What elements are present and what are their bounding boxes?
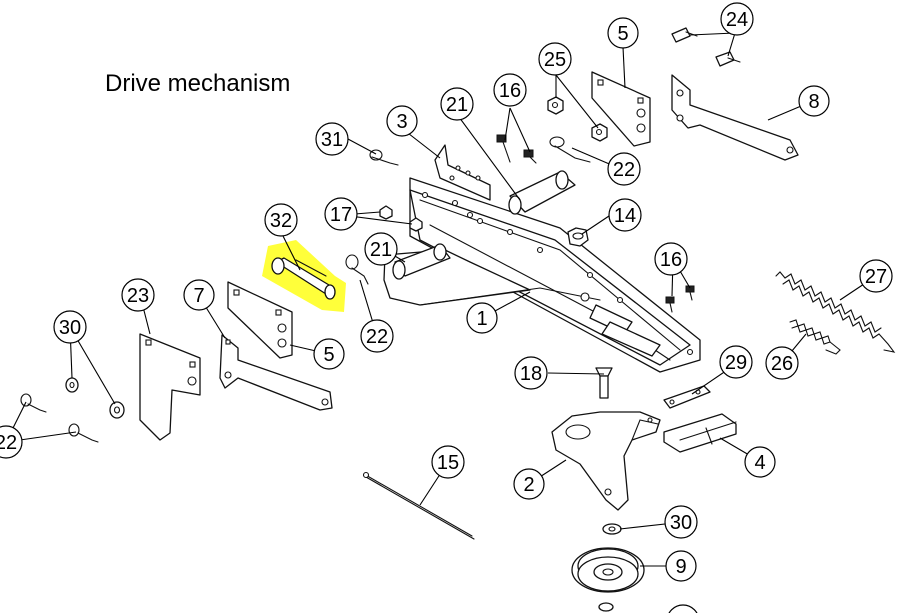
callout-26[interactable]: 26 [765,346,799,380]
callout-5-upper-label: 5 [617,23,628,45]
callout-22-middle-label: 22 [366,326,388,348]
callout-30-left[interactable]: 30 [53,310,87,344]
bar-part-29 [663,385,711,409]
callout-17-label: 17 [330,204,352,226]
callout-18[interactable]: 18 [514,356,548,390]
callout-25-label: 25 [544,49,566,71]
callout-2[interactable]: 2 [513,468,545,500]
leader-lines [5,32,877,567]
spring-part-26 [789,319,841,355]
hair-pins-part-22-left [20,393,99,443]
callout-32[interactable]: 32 [264,203,298,237]
callout-30-lower[interactable]: 30 [664,505,698,539]
callout-24-label: 24 [726,9,748,31]
callout-9-label: 9 [675,556,686,578]
callout-1[interactable]: 1 [466,302,498,334]
callout-8-label: 8 [808,91,819,113]
carriage-bolt-part-18 [595,367,613,399]
callout-29[interactable]: 29 [719,345,753,379]
callout-21-middle-label: 21 [370,239,392,261]
callout-5-lower-label: 5 [323,344,334,366]
washer-part-30-lower [602,523,622,535]
callout-26-label: 26 [771,353,793,375]
callout-15[interactable]: 15 [431,445,465,479]
diagram-title: Drive mechanism [105,70,290,97]
callout-29-label: 29 [725,352,747,374]
bracket-part-4 [663,413,737,453]
callout-1-label: 1 [476,308,487,330]
bracket-part-8 [671,74,799,161]
nut-part-14 [567,227,589,247]
callout-4[interactable]: 4 [744,446,776,478]
washer-part-30-left [65,377,125,419]
rod-part-15 [362,471,475,540]
plate-part-5-lower [227,281,293,359]
callout-30-bottom[interactable]: 30 [667,604,699,613]
bracket-part-3 [434,144,491,201]
callout-23-label: 23 [127,285,149,307]
callout-16-upper-label: 16 [499,80,521,102]
callout-30-bottom-label: 30 [672,611,694,613]
callout-5-upper[interactable]: 5 [607,17,639,49]
bracket-part-7 [219,334,333,411]
callout-24[interactable]: 24 [720,2,754,36]
bolts-part-24 [671,27,741,67]
callout-31[interactable]: 31 [315,122,349,156]
callout-9[interactable]: 9 [665,550,697,582]
callout-16-right-label: 16 [660,249,682,271]
spring-part-27 [775,271,896,353]
callout-32-label: 32 [270,210,292,232]
callout-22-upper[interactable]: 22 [607,152,641,186]
hair-pin-part-22-upper [549,136,591,163]
callout-4-label: 4 [754,452,765,474]
callout-21-upper[interactable]: 21 [440,87,474,121]
callout-22-left-label: 22 [0,432,17,454]
callout-7[interactable]: 7 [183,279,215,311]
callout-27-label: 27 [865,266,887,288]
pin-part-32 [271,257,336,300]
callout-2-label: 2 [523,474,534,496]
callout-16-upper[interactable]: 16 [493,73,527,107]
callout-3-label: 3 [396,111,407,133]
callout-3[interactable]: 3 [386,105,418,137]
callout-22-left[interactable]: 22 [0,425,23,459]
callout-27[interactable]: 27 [859,259,893,293]
callout-14-label: 14 [614,205,636,227]
callout-18-label: 18 [520,363,542,385]
callout-23[interactable]: 23 [121,278,155,312]
callout-21-middle[interactable]: 21 [364,232,398,266]
callout-16-right[interactable]: 16 [654,242,688,276]
callout-7-label: 7 [193,285,204,307]
callout-30-lower-label: 30 [670,512,692,534]
callout-5-lower[interactable]: 5 [313,338,345,370]
bracket-part-23 [139,333,201,441]
pulley-part-9 [571,547,645,612]
callout-15-label: 15 [437,452,459,474]
main-frame-part-1 [383,170,701,373]
nuts-part-25 [547,96,608,142]
bolts-part-16-right [665,285,695,313]
bolts-part-16-upper [496,134,537,164]
nuts-part-17 [379,205,423,232]
plate-part-5-upper [591,71,651,147]
callout-14[interactable]: 14 [608,198,642,232]
callout-22-middle[interactable]: 22 [360,319,394,353]
hair-pin-part-22-middle [345,254,369,285]
callout-21-upper-label: 21 [446,94,468,116]
callout-17[interactable]: 17 [324,197,358,231]
callout-22-upper-label: 22 [613,159,635,181]
clip-part-31 [369,149,399,166]
callout-30-left-label: 30 [59,317,81,339]
idler-arm-part-2 [551,411,661,511]
callout-31-label: 31 [321,129,343,151]
callout-8[interactable]: 8 [798,85,830,117]
callout-25[interactable]: 25 [538,42,572,76]
